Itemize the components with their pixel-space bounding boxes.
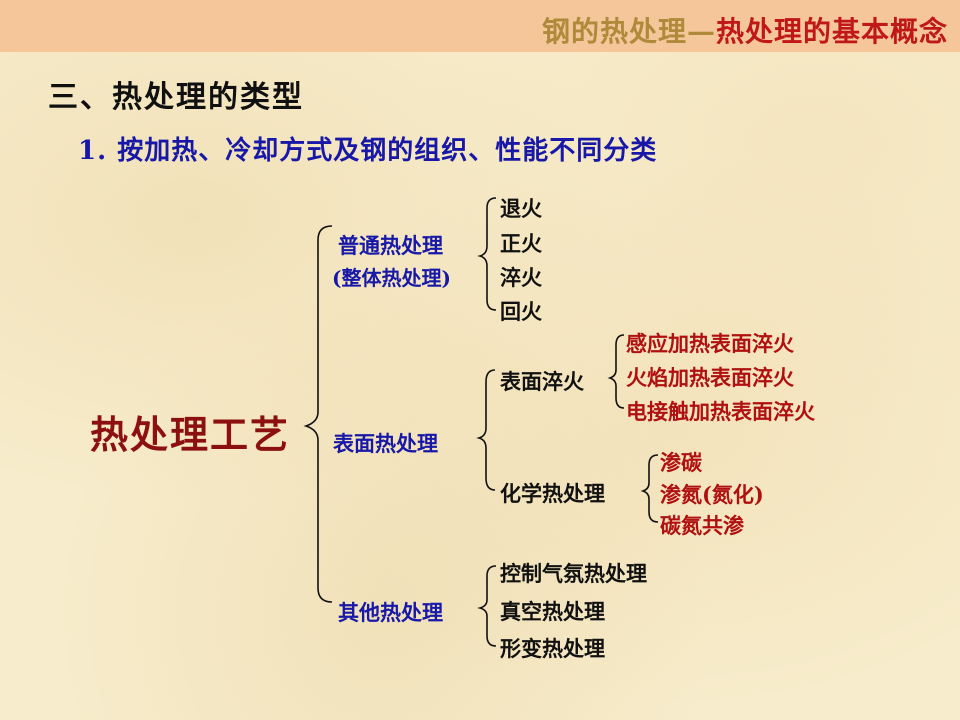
leaf-other-2: 真空热处理 [500, 599, 605, 624]
slide-title: 钢的热处理—热处理的基本概念 [542, 10, 948, 50]
branch-other: 其他热处理 [338, 600, 443, 625]
leaf-ordinary-2: 正火 [500, 231, 542, 256]
leaf-other-3: 形变热处理 [500, 636, 605, 661]
leaf-quench-1: 感应加热表面淬火 [626, 331, 794, 356]
brace-other [477, 565, 497, 647]
leaf-chemical-2: 渗氮(氮化) [660, 482, 764, 507]
leaf-quench-3: 电接触加热表面淬火 [626, 399, 815, 424]
title-part-sub: 热处理的基本概念 [715, 15, 948, 48]
leaf-chemical-3: 碳氮共渗 [660, 513, 744, 538]
sub-branch-surface-quench: 表面淬火 [500, 369, 584, 394]
brace-quench [607, 334, 625, 409]
brace-ordinary [477, 197, 497, 311]
leaf-ordinary-4: 回火 [500, 299, 542, 324]
branch-ordinary-sublabel: (整体热处理) [332, 266, 451, 290]
brace-root [303, 225, 333, 603]
leaf-quench-2: 火焰加热表面淬火 [626, 365, 794, 390]
brace-surface [476, 369, 496, 491]
title-part-main: 钢的热处理— [541, 15, 716, 48]
brace-chemical [640, 454, 659, 523]
sub-heading: 1. 按加热、冷却方式及钢的组织、性能不同分类 [78, 136, 658, 166]
sub-branch-chemical: 化学热处理 [500, 481, 605, 506]
tree-root: 热处理工艺 [90, 412, 291, 457]
header-bar: 钢的热处理—热处理的基本概念 [0, 0, 960, 52]
leaf-other-1: 控制气氛热处理 [500, 561, 647, 586]
branch-ordinary: 普通热处理 [338, 233, 443, 258]
leaf-ordinary-1: 退火 [500, 196, 542, 221]
leaf-ordinary-3: 淬火 [500, 265, 542, 290]
branch-surface: 表面热处理 [333, 431, 438, 456]
leaf-chemical-1: 渗碳 [660, 450, 702, 475]
section-heading: 三、热处理的类型 [48, 80, 304, 115]
